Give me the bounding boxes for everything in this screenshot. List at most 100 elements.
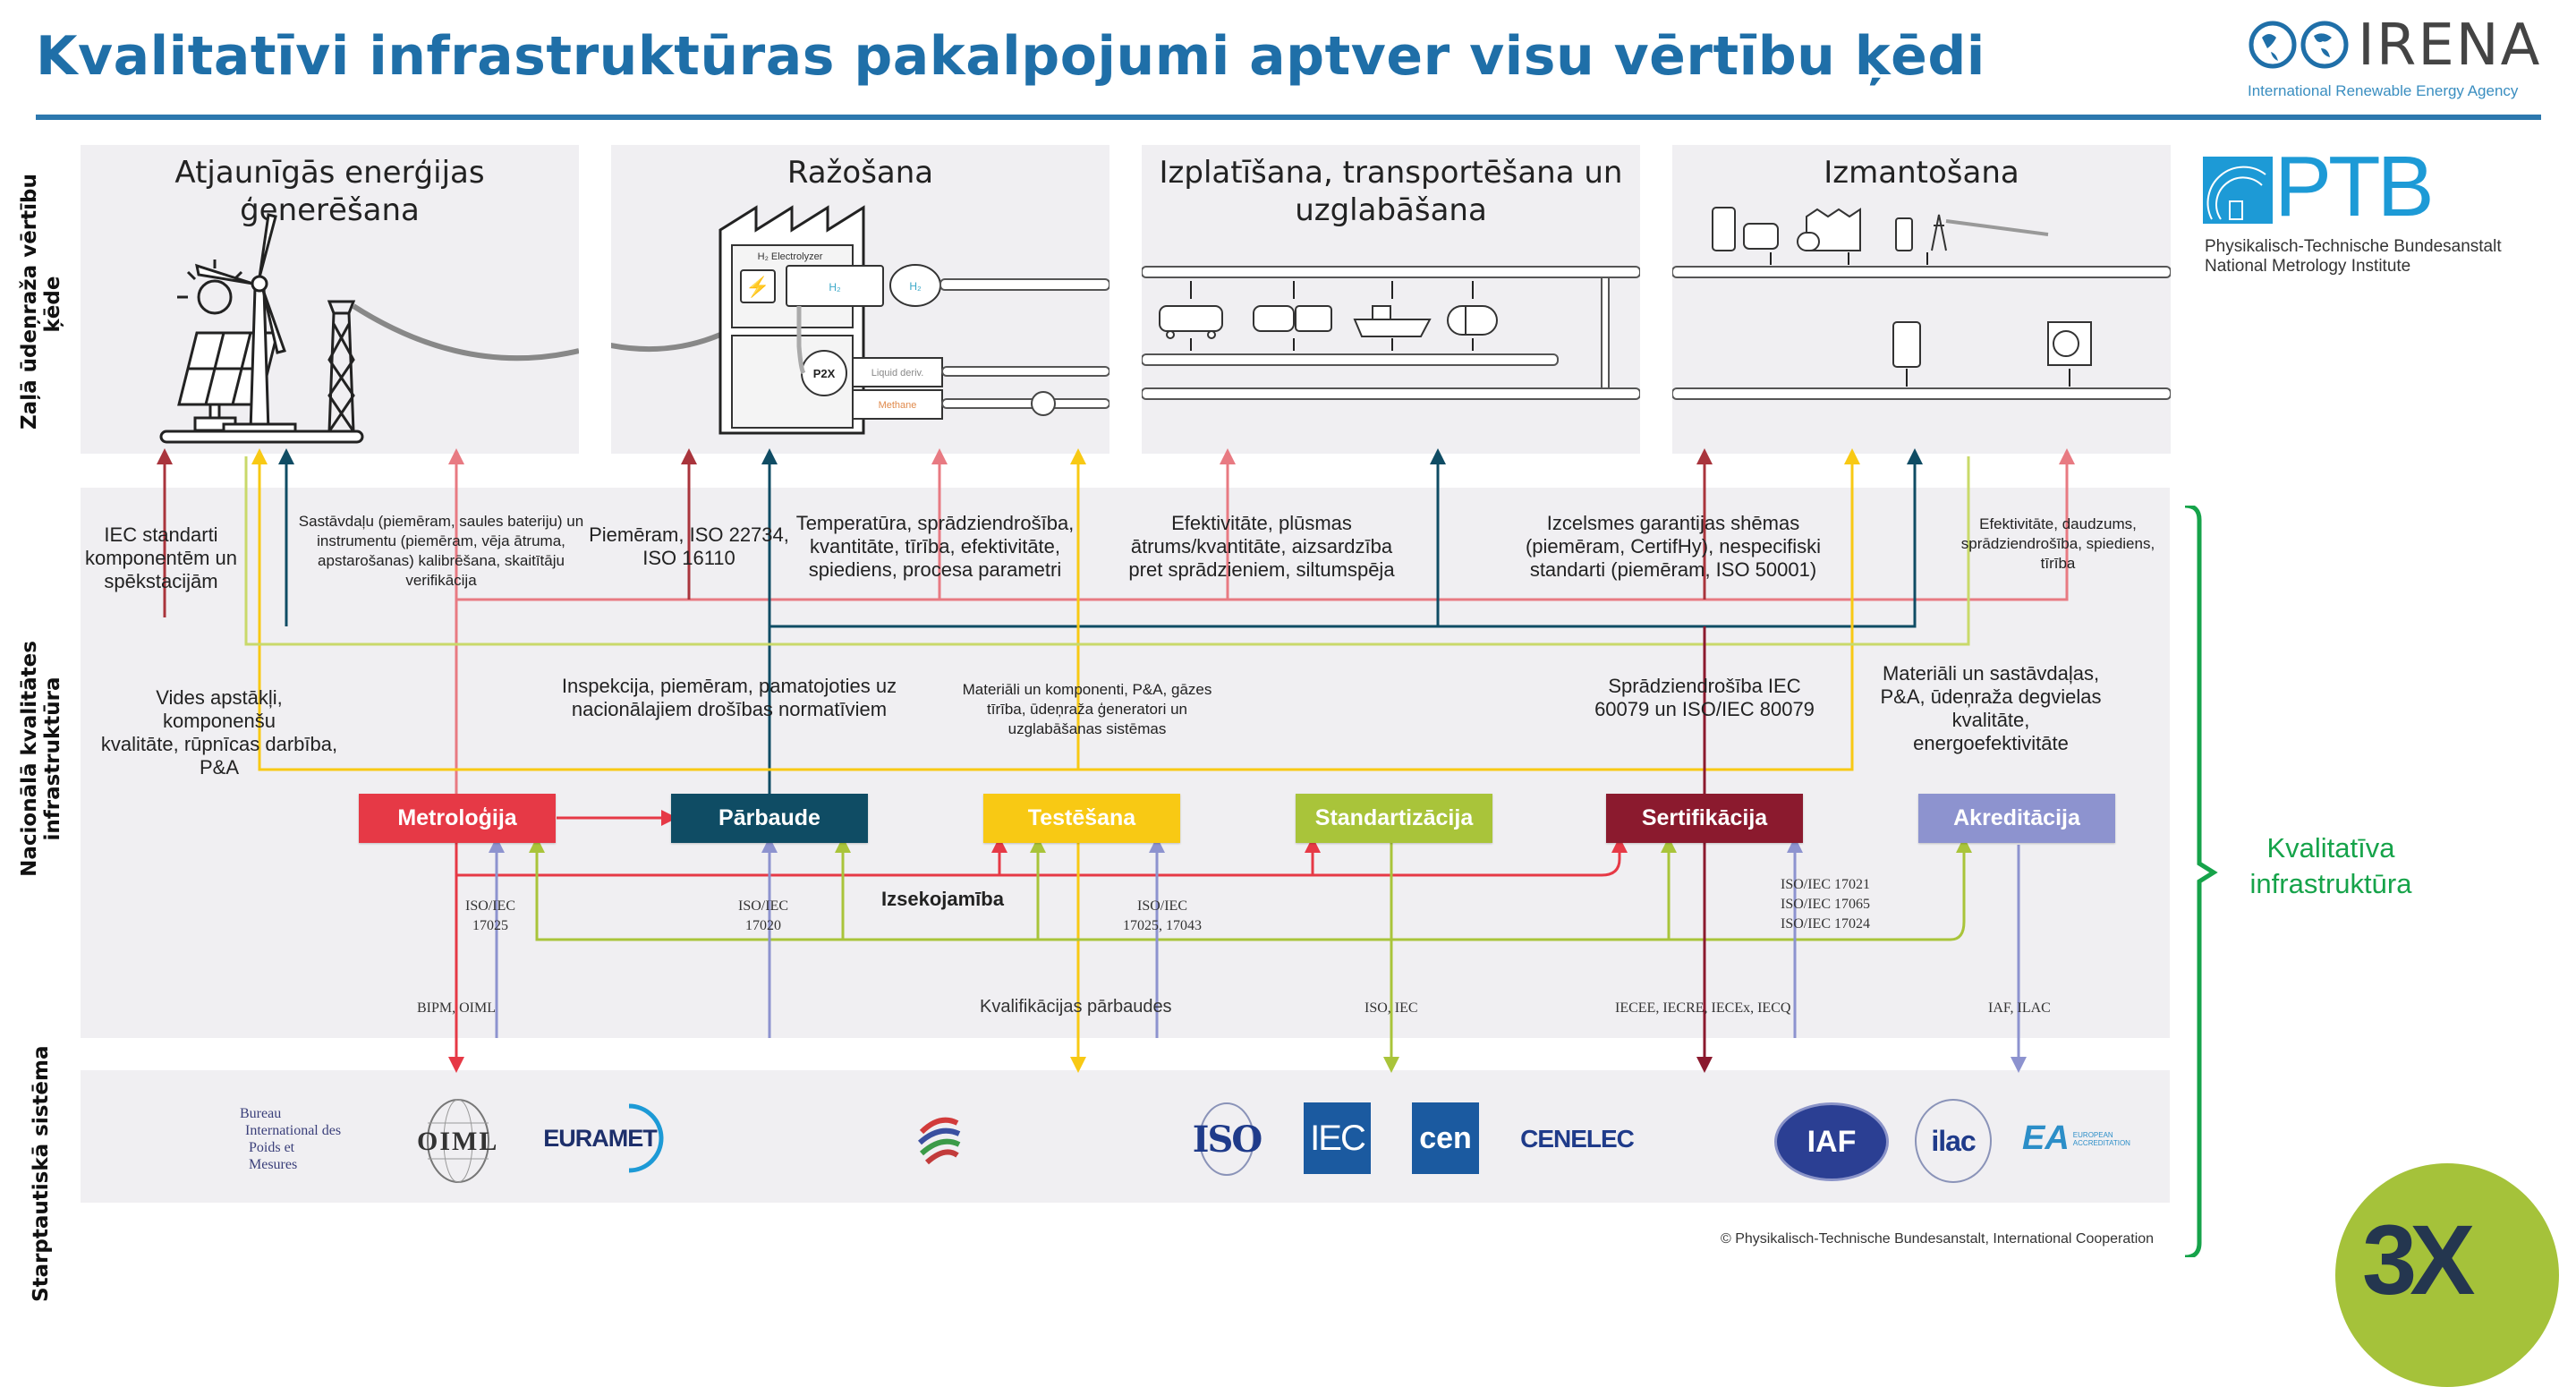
std-certification: ISO/IEC 17021 ISO/IEC 17065 ISO/IEC 1702… [1781,875,1870,934]
inspection-link [768,448,1923,794]
req-line: P&A [199,756,240,779]
qi-metrology[interactable]: Metroloģija [359,794,556,843]
standardization-link [244,456,1970,646]
req-line: Piemēram, ISO 22734, [589,523,789,546]
req-line: apstarošanas) kalibrēšana, skaitītāju [318,552,565,569]
methane-pipeline [1142,387,1640,400]
bipm-line: Bureau [240,1105,282,1121]
req-certification-explosion: Sprādziendrošība IEC 60079 un ISO/IEC 80… [1575,675,1834,721]
h2-pipeline [1672,266,2171,278]
std-inspection: ISO/IEC 17020 [738,897,788,936]
qi-inspection[interactable]: Pārbaude [671,794,868,843]
bipm-line: Mesures [249,1156,298,1172]
electrolyzer-cell [786,265,884,307]
oiml-wordmark: OIML [417,1127,499,1156]
std-line: ISO/IEC 17024 [1781,916,1870,932]
qi-certification[interactable]: Sertifikācija [1606,794,1803,843]
req-line: Inspekcija, piemēram, pamatojoties uz [561,675,897,697]
req-line: sprādziendrošība, spiediens, [1960,535,2155,552]
iec-wordmark: IEC [1310,1118,1366,1158]
badge-text: 3X [2362,1205,2476,1315]
req-usage: Efektivitāte, daudzums, sprādziendrošība… [1933,515,2183,574]
req-generation-calibration: Sastāvdaļu (piemēram, saules bateriju) u… [285,512,598,591]
ptb-name: Physikalisch-Technische Bundesanstalt [2205,237,2502,256]
globe-icon [427,1099,489,1183]
req-guarantees: Izcelsmes garantijas shēmas (piemēram, C… [1503,512,1843,582]
req-line: spēkstacijām [104,570,218,592]
power-cable [352,303,579,362]
req-line: Materiāli un sastāvdaļas, [1882,662,2100,685]
ptb-logo: PTB Physikalisch-Technische Bundesanstal… [2203,144,2570,282]
cenelec-wordmark: CENELEC [1520,1124,1635,1153]
connection-lines [157,448,2075,1073]
ptb-subtitle: National Metrology Institute [2205,257,2411,276]
cenelec-logo: CENELEC [1520,1114,1635,1163]
qi-bracket-label: Kvalitatīva infrastruktūra [2228,830,2434,902]
distribution-illustration [1142,266,1640,400]
qi-testing[interactable]: Testēšana [983,794,1180,843]
req-line: uzglabāšanas sistēmas [1007,720,1167,737]
hydrogen-battery-icon [1895,217,1913,251]
ground-base [159,430,364,444]
req-testing-usage: Materiāli un sastāvdaļas, P&A, ūdeņraža … [1866,662,2116,755]
qi-accreditation[interactable]: Akreditācija [1918,794,2115,843]
flow-arrows [1770,252,2070,387]
3x-badge: 3X [2335,1163,2559,1387]
intl-standardization: ISO, IEC [1365,1000,1418,1016]
req-line: tīrība, ūdeņraža ģeneratori un [987,701,1187,718]
liquid-label: Liquid deriv. [871,368,924,379]
req-production-parameters: Temperatūra, sprādziendrošība, kvantitāt… [783,512,1087,582]
bipm-line: International des [245,1122,342,1138]
cen-wordmark: cen [1419,1120,1472,1155]
cen-logo: cen [1412,1102,1479,1174]
req-line: kvantitāte, tīrība, efektivitāte, [809,535,1061,557]
ptb-mark-icon [2203,157,2273,224]
industry-icon [1797,208,1861,251]
bracket-label-line: Kvalitatīva [2266,832,2395,864]
req-line: (piemēram, CertifHy), nespecifiski [1525,535,1822,557]
req-line: standarti (piemēram, ISO 50001) [1529,558,1817,581]
euramet-wordmark: EURAMET [543,1124,657,1152]
req-line: instrumentu (piemēram, vēja ātruma, [317,532,565,549]
factory-illustration: H₂ Electrolyzer ⚡ H₂ H₂ P2X Liquid deriv… [611,205,1109,435]
req-testing-materials: Materiāli un komponenti, P&A, gāzes tīrī… [935,680,1239,739]
nqi-panel [81,488,2170,1038]
euramet-logo: EURAMET [535,1102,665,1174]
req-line: kvalitāte, rūpnīcas darbība, [100,733,338,755]
usage-illustration [1672,207,2171,400]
flow-arrows [1190,281,1474,351]
ilac-logo: ilac [1915,1099,1992,1183]
req-line: pret sprādzieniem, siltumspēja [1128,558,1395,581]
std-line: 17020 [745,918,781,933]
p2x-label: P2X [813,367,836,380]
heat-pump-icon [2047,321,2092,366]
std-line: ISO/IEC [1137,898,1187,914]
iaf-wordmark: IAF [1807,1124,1857,1159]
req-line: Efektivitāte, plūsmas [1171,512,1352,534]
power-pylon-icon [327,300,356,432]
valve-icon [1031,391,1056,416]
iaf-logo: IAF [1774,1102,1889,1181]
stage-distribution: Izplatīšana, transportēšana un uzglabāša… [1142,145,1640,454]
req-line: verifikācija [405,572,477,589]
std-line: 17025, 17043 [1123,918,1202,933]
qi-standardization[interactable]: Standartizācija [1296,794,1492,843]
req-production-iso: Piemēram, ISO 22734, ISO 16110 [586,523,792,570]
std-line: ISO/IEC [465,898,515,914]
methane-pipeline [1672,387,2171,400]
req-line: Sprādziendrošība IEC [1608,675,1801,697]
intl-accreditation: IAF, ILAC [1988,1000,2051,1016]
standardization-link [529,837,1972,941]
req-testing-generation: Vides apstākļi, komponenšu kvalitāte, rū… [98,686,340,779]
req-line: Temperatūra, sprādziendrošība, [795,512,1075,534]
power-cable [611,332,722,353]
fuel-station-icon [1712,207,1779,251]
irena-wordmark: IRENA [2358,13,2542,79]
req-line: ISO 16110 [642,547,735,569]
stage-title-line: Izplatīšana, transportēšana un [1159,155,1623,191]
intl-metrology: BIPM, OIML [417,1000,497,1016]
ptb-wordmark: PTB [2274,139,2435,234]
std-testing: ISO/IEC 17025, 17043 [1123,897,1202,936]
title-divider [36,115,2541,120]
req-line: energoefektivitāte [1913,732,2069,754]
